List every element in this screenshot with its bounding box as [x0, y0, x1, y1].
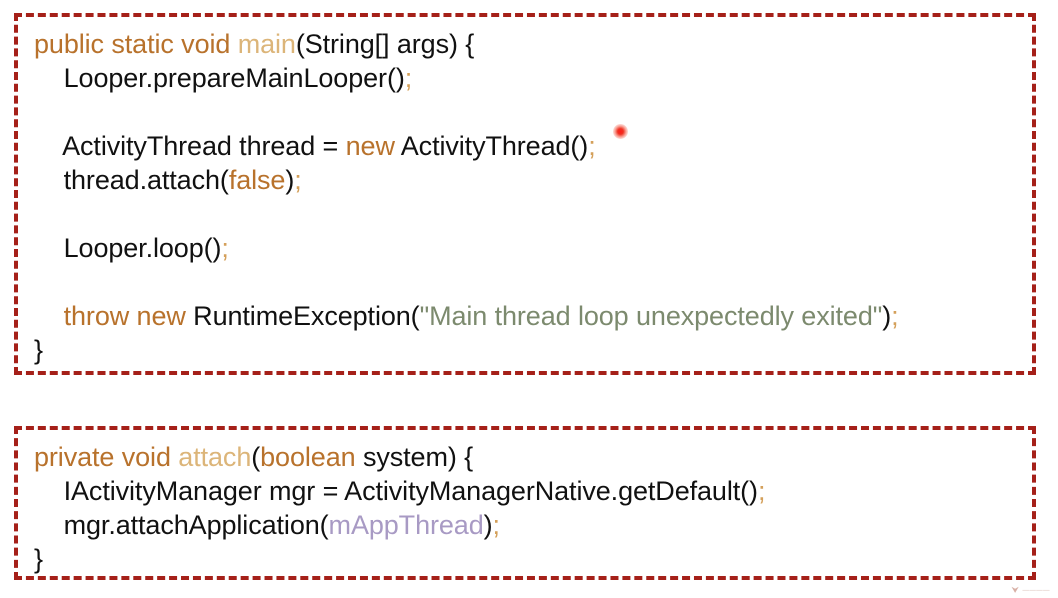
code-block-main-method: public static void main(String[] args) {…	[14, 13, 1036, 375]
code-token-punctuation: ;	[492, 510, 501, 540]
code-line-attach-application: mgr.attachApplication(mAppThread);	[34, 508, 1018, 542]
code-token-punctuation: ;	[588, 131, 596, 161]
code-lines-main: public static void main(String[] args) {…	[34, 27, 1018, 367]
code-line-looper-loop: Looper.loop();	[34, 231, 1018, 265]
code-token-plain: ActivityThread thread =	[34, 131, 346, 161]
code-line-main-signature: public static void main(String[] args) {	[34, 27, 1018, 61]
code-line-main-close-brace: }	[34, 333, 1018, 367]
code-token-plain: ActivityThread()	[394, 131, 589, 161]
code-token-keyword: public static void	[34, 29, 238, 59]
code-token-plain: Looper.prepareMainLooper()	[34, 63, 405, 93]
code-line-blank-1	[34, 95, 1018, 129]
code-token-method_name: attach	[178, 442, 252, 472]
code-token-punctuation: ;	[757, 476, 766, 506]
watermark: ⮟────	[1011, 585, 1050, 596]
code-token-plain: mgr.attachApplication(	[34, 510, 329, 540]
code-token-plain: system) {	[355, 442, 474, 472]
code-token-plain: Looper.loop()	[34, 233, 222, 263]
watermark-text: ────	[1022, 585, 1050, 595]
code-token-plain	[34, 301, 64, 331]
code-token-plain: }	[34, 544, 43, 574]
code-token-plain: }	[34, 335, 43, 365]
code-token-plain: RuntimeException(	[185, 301, 420, 331]
code-token-keyword: new	[345, 131, 395, 161]
code-line-new-activity-thread: ActivityThread thread = new ActivityThre…	[34, 129, 1018, 163]
watermark-glyph: ⮟	[1011, 585, 1020, 595]
code-token-punctuation: ;	[891, 301, 899, 331]
code-line-blank-3	[34, 265, 1018, 299]
code-line-attach-close-brace: }	[34, 542, 1018, 576]
code-token-plain: (	[251, 442, 261, 472]
code-token-method_name: main	[237, 29, 296, 59]
code-token-string: "Main thread loop unexpectedly exited"	[419, 301, 883, 331]
code-line-throw-runtime-exception: throw new RuntimeException("Main thread …	[34, 299, 1018, 333]
code-token-punctuation: ;	[294, 165, 302, 195]
code-token-plain: )	[285, 165, 295, 195]
code-line-prepare-main-looper: Looper.prepareMainLooper();	[34, 61, 1018, 95]
code-token-keyword: false	[228, 165, 286, 195]
code-token-keyword: private void	[34, 442, 179, 472]
code-token-plain: thread.attach(	[34, 165, 229, 195]
code-block-attach-method: private void attach(boolean system) { IA…	[14, 426, 1036, 580]
code-line-blank-2	[34, 197, 1018, 231]
code-token-plain: IActivityManager mgr = ActivityManagerNa…	[34, 476, 758, 506]
code-line-thread-attach-false: thread.attach(false);	[34, 163, 1018, 197]
code-token-punctuation: ;	[404, 63, 413, 93]
code-token-field: mAppThread	[328, 510, 484, 540]
code-token-keyword: boolean	[260, 442, 356, 472]
code-line-attach-signature: private void attach(boolean system) {	[34, 440, 1018, 474]
code-token-plain: (String[] args) {	[295, 29, 475, 59]
code-token-plain: )	[882, 301, 892, 331]
code-token-plain: )	[483, 510, 493, 540]
code-token-keyword: throw new	[63, 301, 186, 331]
code-line-get-default: IActivityManager mgr = ActivityManagerNa…	[34, 474, 1018, 508]
code-token-punctuation: ;	[221, 233, 229, 263]
code-lines-attach: private void attach(boolean system) { IA…	[34, 440, 1018, 576]
